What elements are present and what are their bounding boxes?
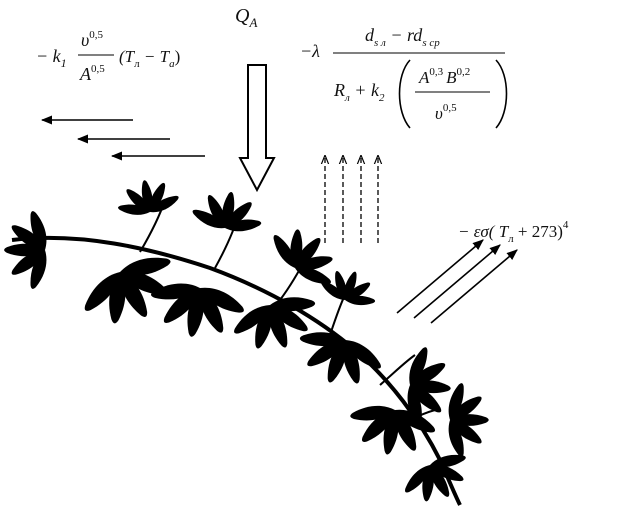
- evap-inner-v-exp: 0,5: [443, 102, 457, 114]
- evap-den-r: R: [333, 80, 345, 100]
- svg-text:υ0,5: υ0,5: [81, 29, 104, 50]
- convective-num-exp: 0,5: [89, 29, 103, 41]
- svg-text:υ0,5: υ0,5: [435, 102, 457, 123]
- evap-num-rd-sub: s ср: [422, 37, 440, 49]
- convective-flux-formula: − k1 υ0,5 A0,5 (Tл − Ta): [36, 29, 180, 84]
- leaf-cluster-9: [315, 261, 383, 314]
- convective-den-exp: 0,5: [91, 63, 105, 75]
- leaf-cluster-5: [188, 186, 267, 240]
- incoming-radiation-label: QA: [235, 5, 257, 30]
- convective-minus-t: − T: [140, 47, 171, 66]
- svg-text:A0,5: A0,5: [79, 63, 105, 84]
- branch-stem: [12, 238, 460, 505]
- incoming-radiation-arrow: [240, 65, 274, 190]
- emitted-flux-formula: − εσ( Tл + 273)4: [458, 219, 569, 245]
- emitted-arrow-3: [431, 250, 517, 323]
- q-subscript: A: [248, 15, 257, 30]
- evap-num-d-sub: s л: [374, 37, 386, 49]
- evap-den-k-sub: 2: [379, 92, 385, 104]
- emitted-arrow-1: [397, 240, 483, 313]
- svg-text:− k1: − k1: [36, 46, 67, 70]
- evap-right-paren: [496, 60, 507, 128]
- convective-sign-coef: − k: [36, 46, 62, 66]
- evap-left-paren: [400, 60, 411, 128]
- evap-den-plus-k: + k: [350, 80, 380, 100]
- svg-text:−λ: −λ: [300, 41, 320, 61]
- emitted-arrow-2: [414, 245, 500, 318]
- convective-arrows: [42, 120, 205, 156]
- leaf-cluster-12: [444, 381, 488, 458]
- svg-text:A0,3B0,2: A0,3B0,2: [418, 66, 470, 87]
- emitted-suffix: + 273): [514, 222, 563, 241]
- q-main: Q: [235, 5, 250, 27]
- leaf-cluster-3: [113, 175, 183, 223]
- evap-inner-b: B: [446, 68, 457, 87]
- svg-text:(Tл − Ta): (Tл − Ta): [119, 47, 180, 70]
- emitted-radiation-arrows: [397, 240, 517, 323]
- evap-inner-b-exp: 0,2: [457, 66, 471, 78]
- evap-inner-a: A: [418, 68, 430, 87]
- convective-coef-sub: 1: [61, 56, 67, 70]
- leaf-cluster-1: [4, 209, 51, 291]
- evaporation-arrows: [325, 156, 378, 243]
- evap-inner-v: υ: [435, 104, 443, 123]
- emitted-exponent: 4: [563, 219, 569, 231]
- convective-num-var: υ: [81, 30, 89, 50]
- evap-num-minus-r: − rd: [386, 25, 423, 45]
- evap-inner-a-exp: 0,3: [429, 66, 443, 78]
- svg-text:Rл + k2: Rл + k2: [333, 80, 385, 104]
- emitted-prefix: − εσ( T: [458, 222, 510, 241]
- evap-sign-lambda: −λ: [300, 41, 320, 61]
- svg-text:ds л − rds ср: ds л − rds ср: [365, 25, 440, 49]
- side-stem-4: [330, 295, 345, 335]
- convective-bracket-close: ): [175, 47, 181, 66]
- leaf-branch-silhouette: [4, 175, 489, 507]
